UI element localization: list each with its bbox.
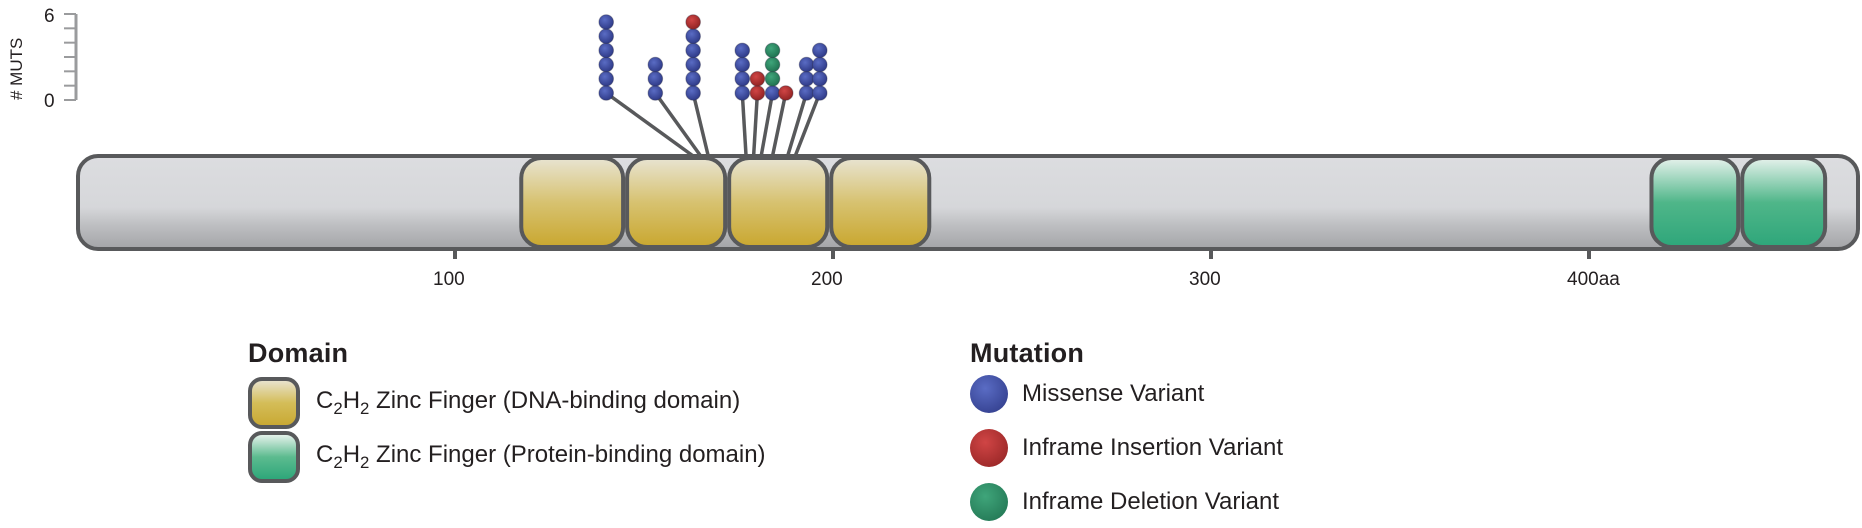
label-part: Zinc Finger (Protein-binding domain): [369, 441, 766, 469]
label-part: C: [316, 387, 334, 415]
insertion-mutation-marker: [685, 14, 701, 30]
y-tick-label-6: 6: [44, 6, 55, 27]
mutation-stem: [770, 92, 788, 157]
mutation-stem: [793, 92, 822, 157]
missense-mutation-marker: [798, 56, 815, 73]
missense-mutation-marker: [685, 28, 701, 45]
y-tick-label-0: 0: [44, 91, 55, 112]
x-tick-label: 100: [433, 269, 465, 290]
missense-mutation-marker: [734, 42, 751, 59]
deletion-mutation-marker: [764, 56, 781, 73]
missense-mutation-marker: [811, 42, 828, 59]
domain-legend-title: Domain: [248, 338, 349, 368]
label-subscript: 2: [333, 398, 343, 418]
missense-mutation-marker: [685, 85, 701, 101]
legend-label-missense: Missense Variant: [1022, 380, 1205, 407]
mutation-legend: Mutation Missense Variant Inframe Insert…: [970, 338, 1283, 521]
legend-label-dna-binding: C2H2 Zinc Finger (DNA-binding domain): [316, 387, 740, 419]
protein-binding-domain: [1649, 156, 1741, 249]
missense-mutation-marker: [598, 14, 615, 30]
domain-legend: Domain C2H2 Zinc Finger (DNA-binding dom…: [248, 338, 766, 483]
missense-mutation-marker: [647, 56, 664, 73]
protein-binding-domain: [1740, 156, 1828, 249]
missense-mutation-marker: [734, 71, 751, 87]
y-axis: # MUTS 6 0: [7, 6, 78, 112]
mutation-stem: [785, 92, 809, 157]
missense-mutation-marker: [734, 56, 751, 73]
legend-item-insertion: Inframe Insertion Variant: [970, 429, 1283, 467]
mutation-stem: [740, 92, 748, 157]
missense-mutation-marker: [685, 42, 701, 59]
mutation-stem: [605, 91, 695, 158]
dna-binding-domain: [727, 156, 830, 249]
mutation-legend-title: Mutation: [970, 338, 1085, 368]
insertion-mutation-marker: [777, 85, 794, 101]
missense-mutation-marker: [647, 85, 664, 101]
insertion-mutation-marker: [749, 85, 766, 101]
lollipop-plot: # MUTS 6 0 100 200 300 400aa: [7, 6, 1860, 290]
missense-mutation-marker: [811, 56, 828, 73]
legend-item-deletion: Inframe Deletion Variant: [970, 483, 1283, 521]
mutation-stem: [653, 91, 703, 158]
missense-mutation-marker: [811, 85, 828, 101]
missense-mutation-marker: [685, 71, 701, 87]
missense-mutation-marker: [811, 71, 828, 87]
missense-mutation-marker: [598, 42, 615, 59]
missense-mutation-marker: [598, 71, 615, 87]
mutation-stem: [759, 92, 775, 157]
dna-binding-domain: [519, 156, 626, 249]
label-subscript: 2: [360, 398, 370, 418]
label-subscript: 2: [360, 452, 370, 472]
x-tick-label: 200: [811, 269, 843, 290]
insertion-mutation-marker: [749, 71, 766, 87]
insertion-swatch: [970, 429, 1008, 467]
x-tick-label: 300: [1189, 269, 1221, 290]
missense-mutation-marker: [798, 85, 815, 101]
protein-backbone: [76, 154, 1860, 251]
label-part: Zinc Finger (DNA-binding domain): [369, 387, 741, 415]
missense-mutation-marker: [598, 28, 615, 45]
legend-label-insertion: Inframe Insertion Variant: [1022, 434, 1284, 461]
legend-item-missense: Missense Variant: [970, 375, 1283, 413]
missense-mutation-marker: [685, 56, 701, 73]
legend-label-protein-binding: C2H2 Zinc Finger (Protein-binding domain…: [316, 441, 766, 473]
label-part: H: [342, 441, 361, 469]
label-subscript: 2: [333, 452, 343, 472]
deletion-swatch: [970, 483, 1008, 521]
mutation-stem: [751, 92, 760, 157]
legend-item-protein-binding: C2H2 Zinc Finger (Protein-binding domain…: [248, 431, 766, 483]
missense-swatch: [970, 375, 1008, 413]
missense-mutation-marker: [647, 71, 664, 87]
dna-binding-domain-swatch: [248, 377, 300, 429]
legend-item-dna-binding: C2H2 Zinc Finger (DNA-binding domain): [248, 377, 766, 429]
dna-binding-domain: [625, 156, 728, 249]
deletion-mutation-marker: [764, 71, 781, 87]
missense-mutation-marker: [798, 71, 815, 87]
missense-mutation-marker: [734, 85, 751, 101]
mutation-stem: [691, 92, 710, 157]
label-part: H: [342, 387, 361, 415]
protein-binding-domain-swatch: [248, 431, 300, 483]
missense-mutation-marker: [764, 85, 781, 101]
x-tick-label: 400aa: [1567, 269, 1620, 290]
missense-mutation-marker: [598, 85, 615, 101]
legend-label-deletion: Inframe Deletion Variant: [1022, 488, 1280, 515]
label-part: C: [316, 441, 334, 469]
deletion-mutation-marker: [764, 42, 781, 59]
missense-mutation-marker: [598, 56, 615, 73]
y-axis-label: # MUTS: [7, 38, 26, 100]
dna-binding-domain: [829, 156, 932, 249]
